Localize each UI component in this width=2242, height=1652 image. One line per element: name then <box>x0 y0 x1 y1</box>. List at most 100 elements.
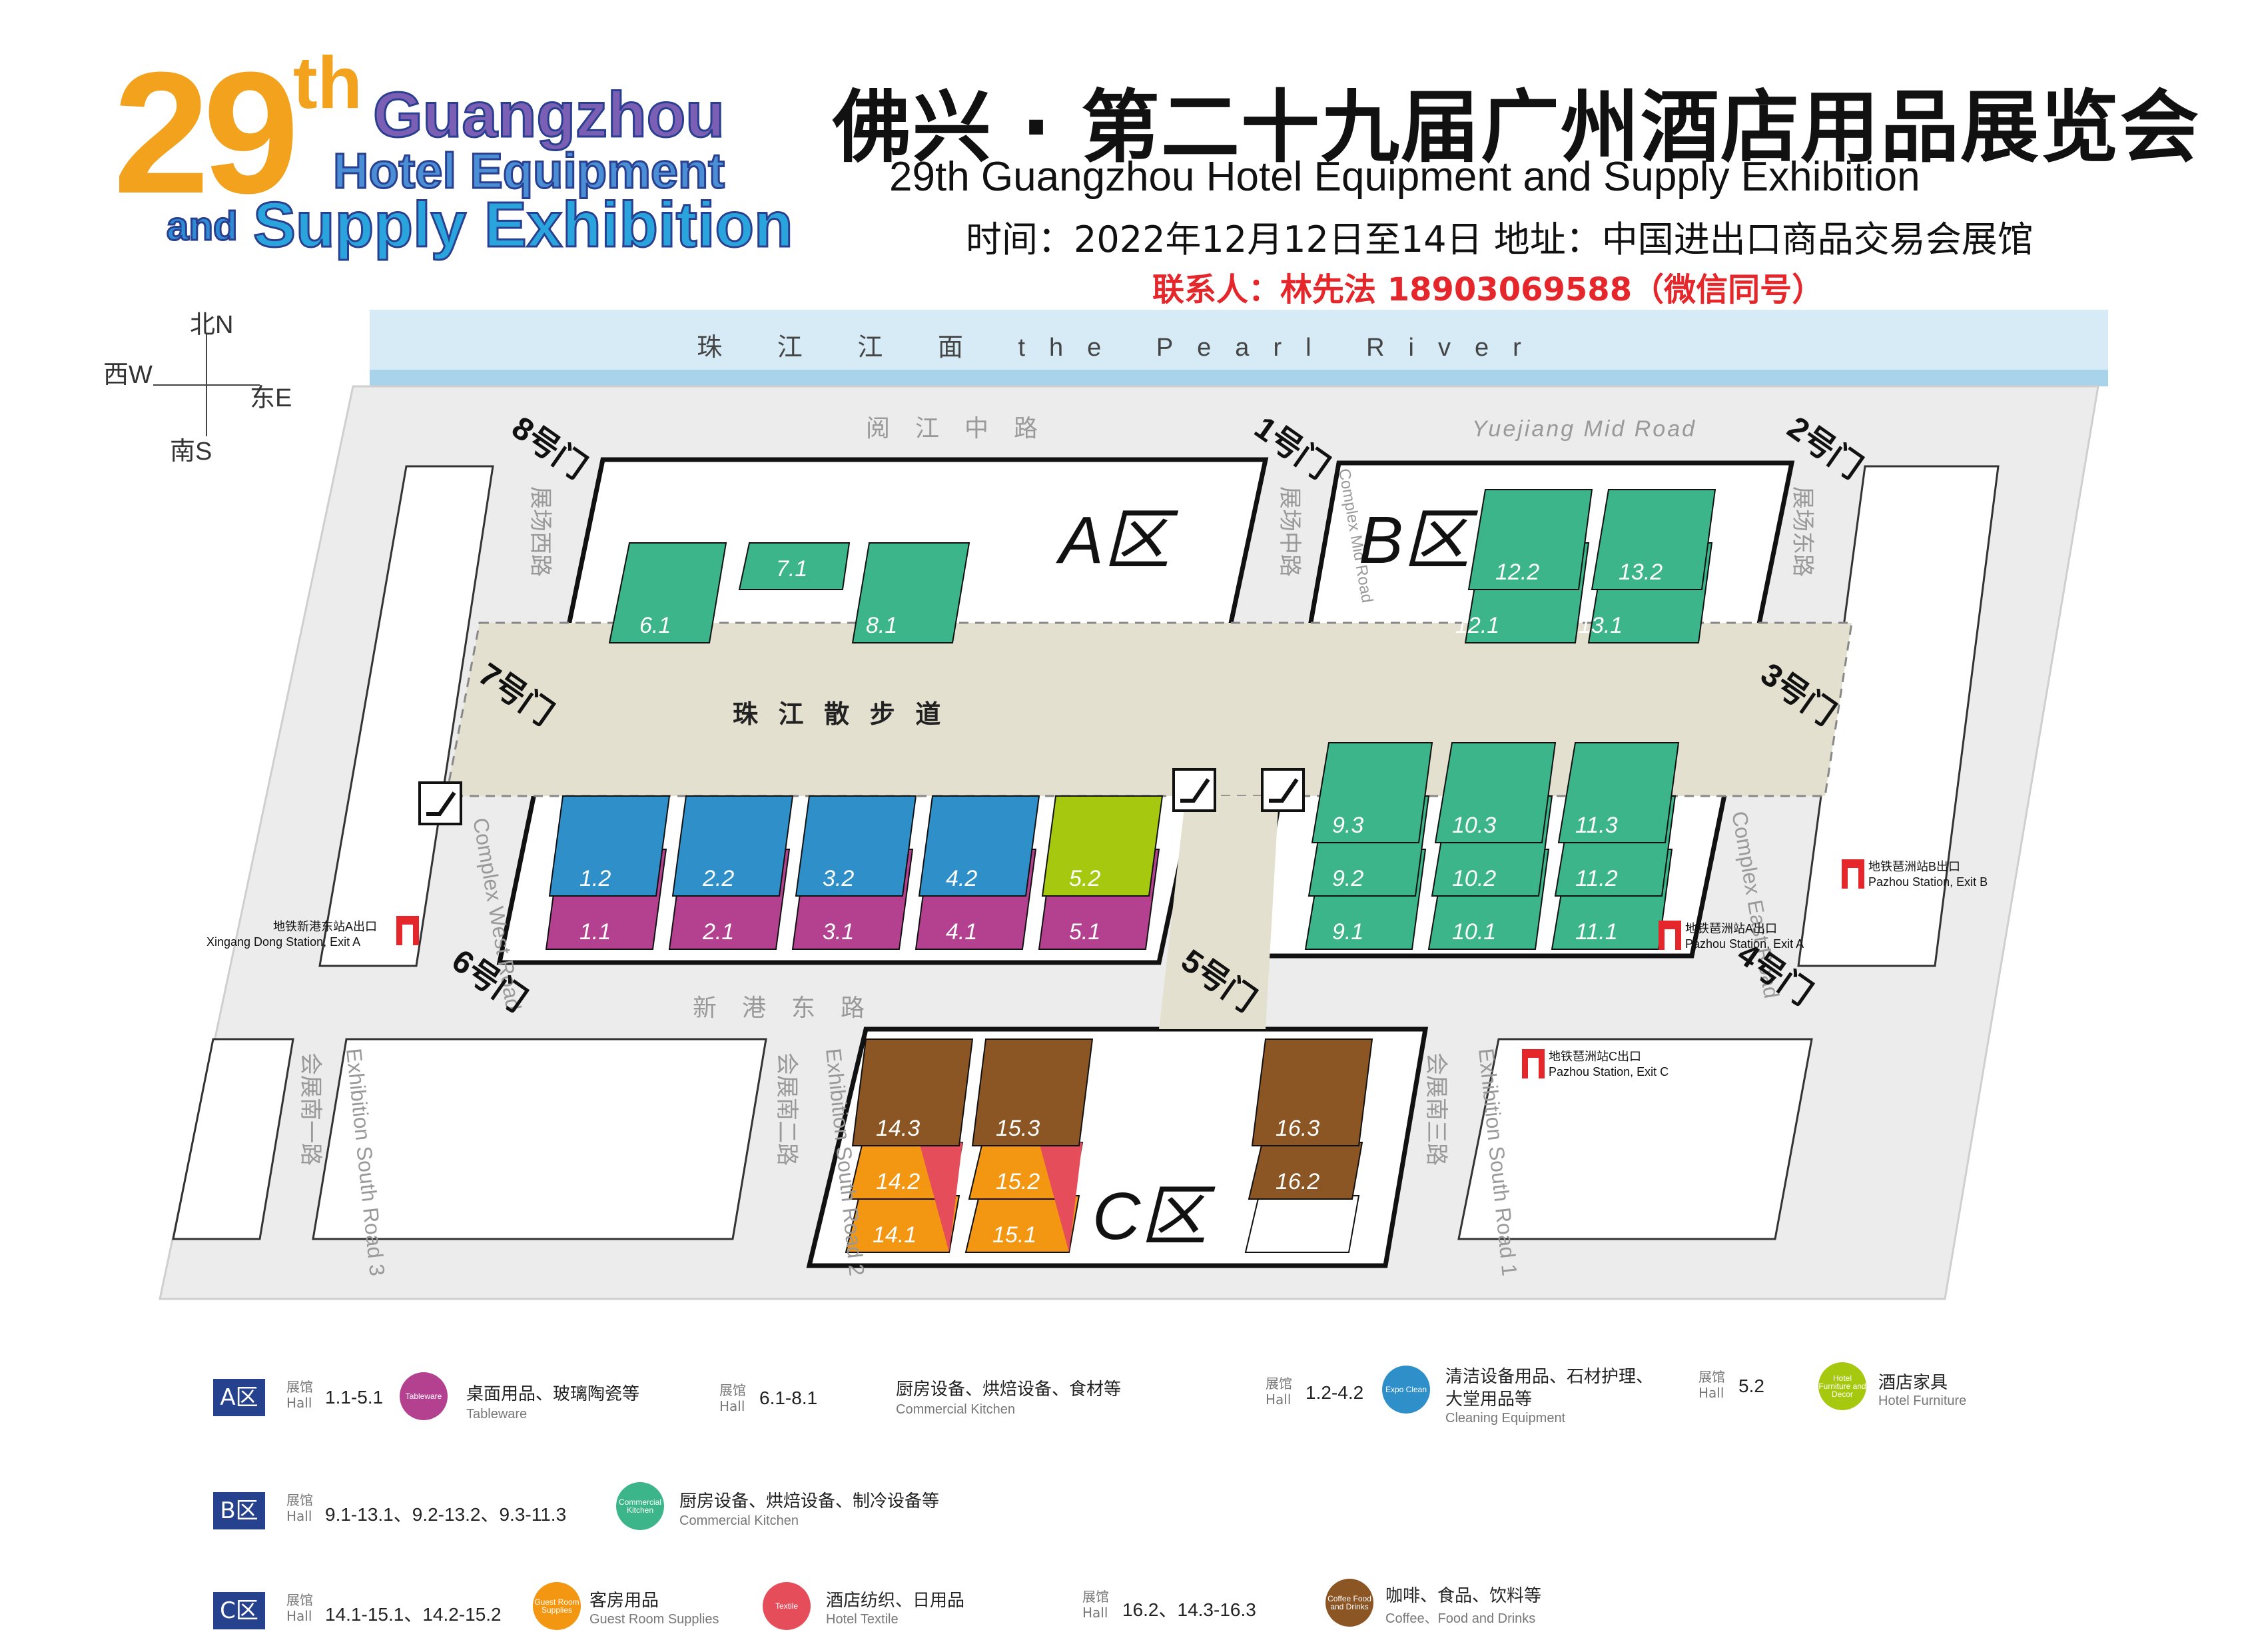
hall-label: 14.2 <box>876 1169 920 1194</box>
legend-hall-range: 1.2-4.2 <box>1306 1382 1364 1403</box>
hall-label: 13.1 <box>1579 613 1623 638</box>
hall-label: 1.1 <box>579 919 611 945</box>
escalator-icon <box>418 781 462 825</box>
road-xingang: 新 港 东 路 <box>693 994 874 1021</box>
logo-line-1: Guangzhou <box>372 79 726 151</box>
hall-label: 15.2 <box>996 1169 1040 1194</box>
hall-label: 16.3 <box>1276 1116 1319 1141</box>
hall-label: 6.1 <box>639 613 671 638</box>
logo-number: 29 <box>113 37 299 230</box>
road-s2-cn: 会展南二路 <box>774 1052 799 1166</box>
west-block <box>318 465 494 967</box>
legend-category-cn: 桌面用品、玻璃陶瓷等 <box>466 1384 640 1404</box>
hall-9-3 <box>1311 742 1433 843</box>
compass-north: 北N <box>190 311 233 339</box>
furniture-icon: Hotel Furniture and Decor <box>1818 1362 1866 1410</box>
hall-label: 4.1 <box>946 919 977 945</box>
legend-category-en: Hotel Furniture <box>1878 1394 1967 1408</box>
hall-label: 2.1 <box>702 919 734 945</box>
legend-category-en: Commercial Kitchen <box>679 1513 799 1528</box>
station-pazhou-c-cn: 地铁琶洲站C出口 <box>1549 1050 1641 1063</box>
road-east-cn: 展场东路 <box>1790 486 1815 577</box>
hall-label: 7.1 <box>776 556 807 582</box>
hall-label: 5.1 <box>1069 919 1100 945</box>
road-west-cn: 展场西路 <box>528 486 553 577</box>
station-xingang-en: Xingang Dong Station, Exit A <box>206 935 360 949</box>
station-pazhou-b-en: Pazhou Station, Exit B <box>1868 875 1988 889</box>
zone-c-label: C区 <box>1092 1179 1216 1254</box>
hall-label: 15.1 <box>992 1222 1036 1248</box>
station-pazhou-c-en: Pazhou Station, Exit C <box>1549 1065 1669 1078</box>
hall-3-2 <box>795 795 917 897</box>
hall-4-2 <box>918 795 1040 897</box>
time-address: 时间：2022年12月12日至14日 地址：中国进出口商品交易会展馆 <box>966 218 2034 260</box>
road-s1-cn: 会展南一路 <box>298 1052 323 1166</box>
logo-line-2: Hotel Equipment <box>332 143 726 199</box>
hall-2-2 <box>671 795 794 897</box>
legend-category-cn: 厨房设备、烘焙设备、食材等 <box>896 1380 1122 1400</box>
hall-label: 4.2 <box>946 866 977 891</box>
hall-16-1 <box>1244 1195 1360 1253</box>
hall-7-1 <box>738 542 851 590</box>
coffee-icon: Coffee Food and Drinks <box>1325 1579 1373 1627</box>
page-title-cn: 佛兴 · 第二十九届广州酒店用品展览会 <box>833 81 2200 173</box>
legend-category-en: Hotel Textile <box>826 1612 899 1627</box>
logo-superscript: th <box>293 42 362 124</box>
zone-b-label: B区 <box>1359 503 1479 578</box>
hall-label: 15.3 <box>996 1116 1040 1141</box>
hall-1-2 <box>548 795 671 897</box>
road-yuejiang-en: Yuejiang Mid Road <box>1472 416 1696 442</box>
zone-a-label: A区 <box>1056 503 1179 578</box>
hall-label: 9.1 <box>1332 919 1363 945</box>
east-block <box>1797 465 2000 967</box>
road-s3-cn: 会展南三路 <box>1423 1052 1449 1166</box>
hall-label: 10.3 <box>1452 813 1496 838</box>
logo-and: and <box>166 204 239 248</box>
legend-category-cn: 客房用品 <box>589 1591 659 1611</box>
legend-category-cn: 酒店纺织、日用品 <box>826 1591 965 1611</box>
station-pazhou-a-cn: 地铁琶洲站A出口 <box>1685 922 1777 935</box>
commercial-kitchen-icon: Commercial Kitchen <box>616 1482 664 1530</box>
hall-15-3 <box>971 1038 1094 1146</box>
metro-icon <box>1522 1049 1545 1078</box>
textile-icon: Textile <box>763 1582 811 1630</box>
hall-label: 12.1 <box>1455 613 1499 638</box>
legend-category-cn: 厨房设备、烘焙设备、制冷设备等 <box>679 1491 940 1511</box>
hall-label: 12.2 <box>1495 560 1539 585</box>
legend-category-en: Coffee、Food and Drinks <box>1385 1611 1536 1626</box>
hall-label: 14.3 <box>876 1116 920 1141</box>
hall-label: 2.2 <box>702 866 734 891</box>
hall-11-3 <box>1557 742 1680 843</box>
hall-6-1 <box>608 542 727 643</box>
legend-hall-range: 1.1-5.1 <box>325 1387 384 1408</box>
metro-icon <box>1659 921 1681 950</box>
river-label: 珠 江 江 面 the Pearl River <box>697 334 1545 362</box>
contact-info: 联系人：林先法 18903069588（微信同号） <box>1152 271 1824 308</box>
hall-14-3 <box>851 1038 974 1146</box>
hall-label: 11.3 <box>1575 813 1618 838</box>
hall-12-2 <box>1467 489 1593 590</box>
page-title-en: 29th Guangzhou Hotel Equipment and Suppl… <box>889 154 1920 200</box>
hall-label: 3.2 <box>823 866 854 891</box>
hall-8-1 <box>851 542 970 643</box>
legend-zone-c: C区 <box>213 1592 265 1629</box>
hall-label: 10.1 <box>1452 919 1496 945</box>
legend-hall-range: 6.1-8.1 <box>759 1388 818 1408</box>
escalator-icon <box>1172 768 1216 812</box>
metro-icon <box>1842 859 1864 889</box>
gate5-passage <box>1159 796 1279 1029</box>
road-mid-cn: 展场中路 <box>1277 486 1302 577</box>
expo-clean-icon: Expo Clean <box>1382 1366 1430 1414</box>
hall-16-3 <box>1251 1038 1373 1146</box>
hall-5-2 <box>1041 795 1164 897</box>
south-block-2 <box>312 1038 767 1240</box>
hall-label: 8.1 <box>866 613 897 638</box>
